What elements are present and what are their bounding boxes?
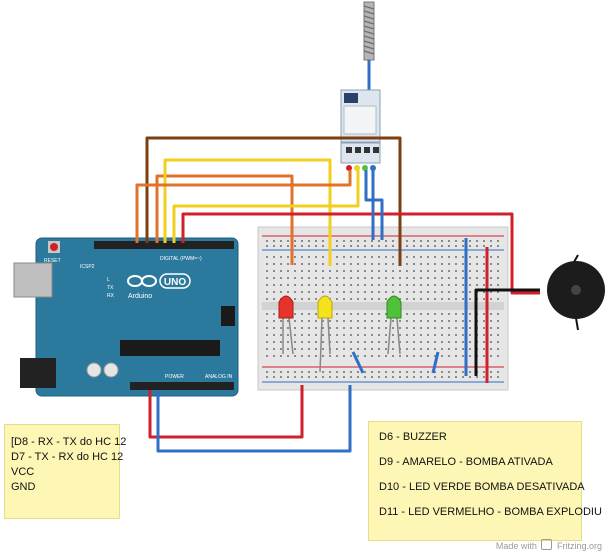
wire-red-top [181, 212, 540, 295]
digital-label: DIGITAL (PWM=~) [160, 256, 202, 262]
led-green-icon [386, 295, 402, 355]
hc12-module [340, 89, 381, 171]
wire-blue-bottom [156, 385, 352, 453]
pin-note-outputs: D6 - BUZZER D9 - AMARELO - BOMBA ATIVADA… [368, 421, 602, 541]
note-line: VCC [11, 465, 35, 478]
analog-label: ANALOG IN [205, 374, 233, 380]
wire-green-hc12 [364, 170, 384, 240]
made-with-label: Made with [495, 541, 537, 551]
wire-red-bottom [148, 385, 304, 439]
note-line: GND [11, 480, 36, 493]
fritzing-brand-label: Fritzing.org [556, 541, 602, 551]
uno-label: UNO [164, 277, 186, 288]
reset-label: RESET [44, 258, 61, 264]
arduino-uno-board: RESET ICSP2 DIGITAL (PWM=~) UNO Arduino … [13, 237, 239, 397]
led-yellow-icon [317, 295, 333, 373]
fritzing-footer: Made with Fritzing.org [496, 539, 602, 551]
antenna-icon [363, 1, 375, 92]
rx-label: RX [107, 293, 115, 299]
note-line: D11 - LED VERMELHO - BOMBA EXPLODIU [379, 505, 602, 518]
power-label: POWER [165, 374, 184, 380]
wire-blue-diag-2 [431, 351, 440, 374]
note-line: D7 - TX - RX do HC 12 [11, 450, 124, 463]
wire-blue-diag-1 [351, 351, 365, 374]
arduino-brand-label: Arduino [128, 293, 152, 300]
wire-brown [145, 136, 402, 266]
breadboard [257, 226, 509, 391]
l-label: L [107, 277, 110, 283]
buzzer-icon [547, 254, 605, 331]
arduino-logo-icon [127, 275, 157, 287]
wire-yellow-hc12 [172, 170, 360, 243]
icsp2-label: ICSP2 [80, 264, 95, 270]
led-red-icon [278, 295, 294, 355]
pin-note-hc12: [D8 - RX - TX do HC 12 D7 - TX - RX do H… [4, 424, 127, 519]
wires [135, 136, 540, 453]
note-line: D10 - LED VERDE BOMBA DESATIVADA [379, 480, 585, 493]
wire-black-buzzer [474, 288, 540, 376]
note-line: D9 - AMARELO - BOMBA ATIVADA [379, 455, 553, 468]
wire-orange-hc12 [135, 170, 352, 243]
tx-label: TX [107, 285, 114, 291]
note-line: D6 - BUZZER [379, 431, 447, 443]
fritzing-logo-icon [541, 539, 553, 550]
wire-orange [155, 174, 294, 265]
note-line: [D8 - RX - TX do HC 12 [11, 436, 127, 448]
